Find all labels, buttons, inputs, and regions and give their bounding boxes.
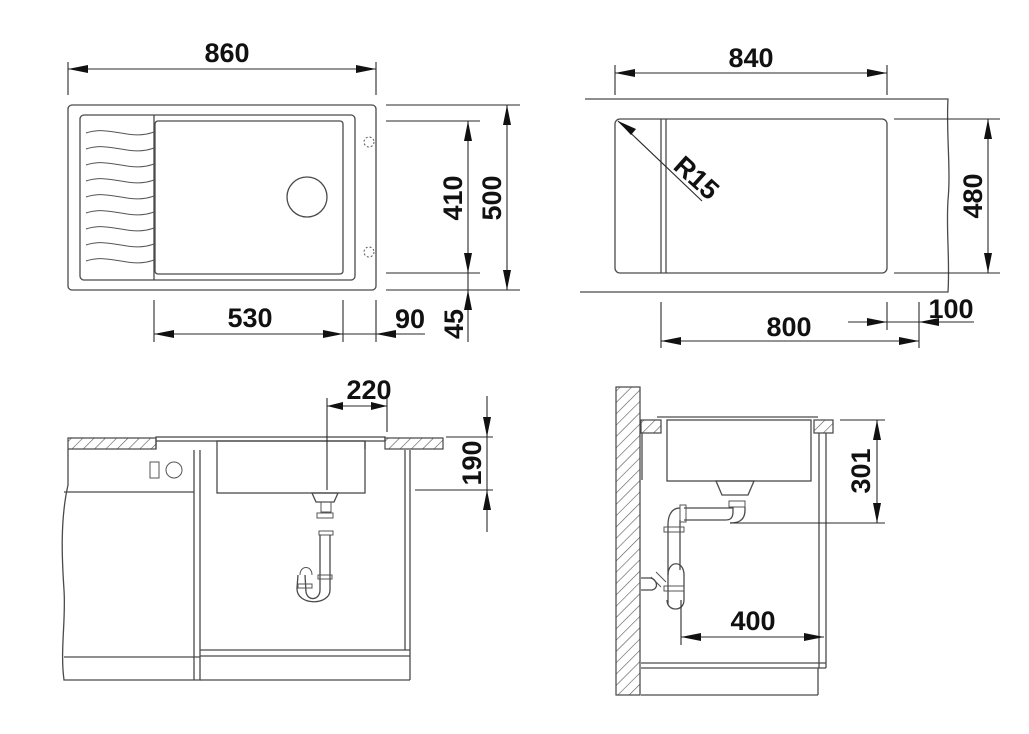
dim-corner-radius: R15 — [668, 150, 725, 205]
dim-drain-offset: 220 — [346, 375, 391, 405]
dim-total-height: 301 — [846, 448, 876, 493]
drain-siphon — [296, 492, 340, 603]
dim-cabinet-width: 800 — [766, 312, 811, 342]
dim-right-margin: 90 — [395, 304, 425, 334]
dim-overall-depth: 500 — [477, 175, 507, 220]
drain-siphon — [641, 480, 755, 610]
dim-bowl-width: 530 — [227, 303, 272, 333]
cutout-outline — [614, 118, 888, 274]
sink-bowl-section — [666, 419, 812, 482]
wall-section — [615, 386, 641, 696]
countertop-section — [813, 419, 834, 434]
dim-bowl-depth: 410 — [438, 175, 468, 220]
sink-bowl-section — [216, 440, 366, 494]
side-section-view: 301 400 — [615, 386, 885, 696]
cutout-template-view: R15 840 480 800 100 — [580, 43, 1000, 348]
inner-recess — [79, 114, 356, 281]
dim-overall-width: 860 — [204, 38, 249, 68]
dim-bowl-height: 190 — [457, 440, 487, 485]
countertop-section — [67, 437, 157, 450]
dim-cutout-width: 840 — [728, 43, 773, 73]
sink-outline — [67, 104, 377, 291]
tap-hole-icon — [363, 136, 375, 148]
dim-trap-distance: 400 — [730, 606, 775, 636]
bowl-outline — [154, 120, 344, 275]
dim-cutout-depth: 480 — [958, 173, 988, 218]
control-knob-icon — [165, 461, 183, 479]
tap-hole-icon — [363, 246, 375, 258]
control-button-icon — [149, 461, 160, 479]
dim-front-offset: 45 — [439, 309, 469, 339]
drain-hole-icon — [286, 176, 328, 218]
drainer-grooves — [85, 130, 155, 264]
countertop-section — [640, 419, 662, 434]
sink-top-view: 860 530 90 410 500 45 — [67, 38, 520, 342]
front-section-view: 220 190 — [61, 375, 493, 681]
countertop-section — [384, 437, 444, 450]
countertop-outline — [580, 98, 950, 293]
dim-edge-offset: 100 — [928, 294, 973, 324]
